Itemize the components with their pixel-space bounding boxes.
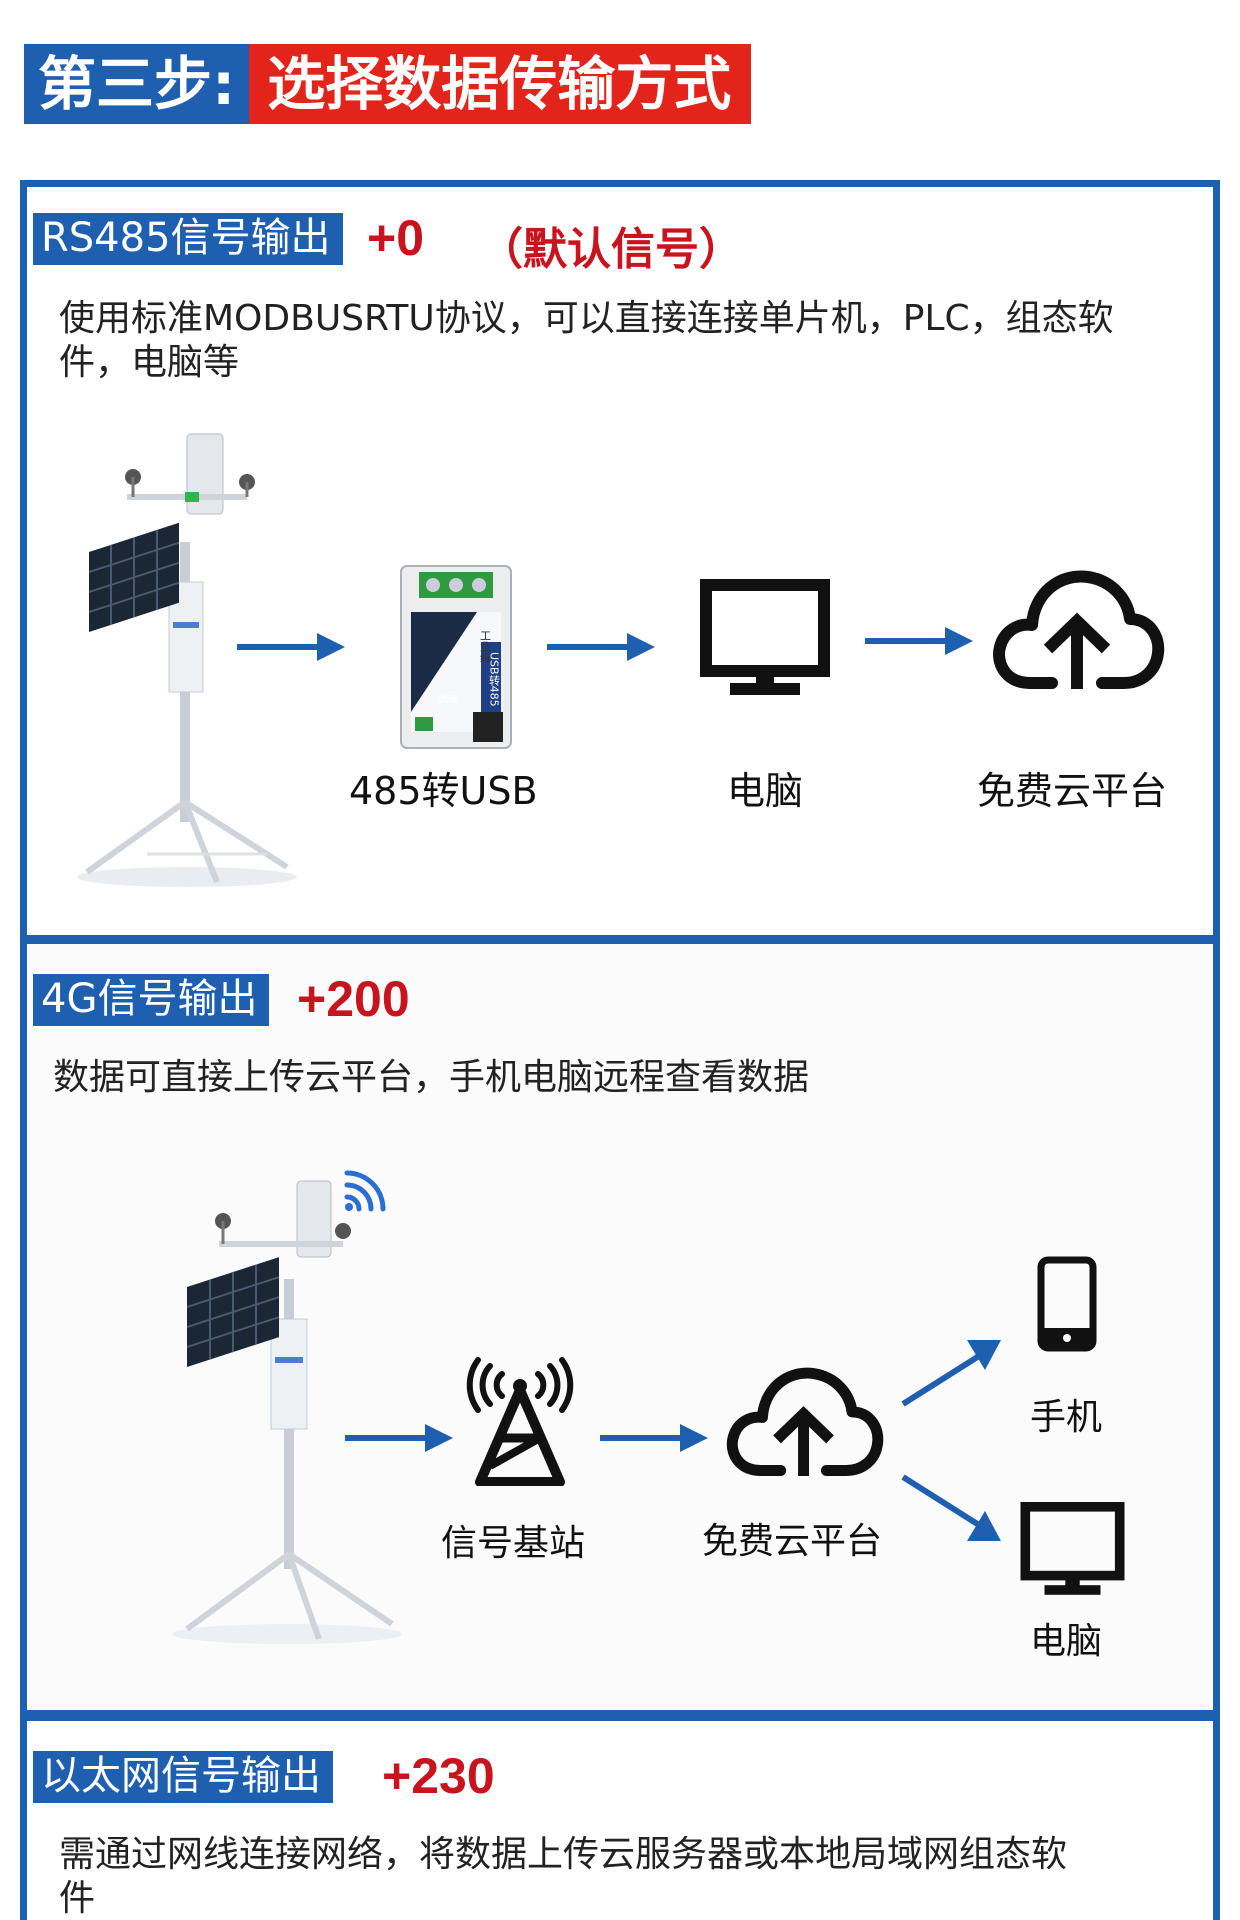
weather-station-icon	[77, 433, 297, 887]
default-signal-note: （默认信号）	[479, 224, 743, 275]
flow-label: 信号基站	[441, 1523, 586, 1564]
ethernet-section: 以太网信号输出 +230 需通过网线连接网络，将数据上传云服务器或本地局域网组态…	[20, 1712, 1220, 1920]
flow-label: 免费云平台	[702, 1521, 883, 1562]
section-description: 使用标准MODBUSRTU协议，可以直接连接单片机，PLC，组态软件，电脑等	[59, 298, 1114, 383]
arrow-right-icon	[237, 633, 345, 661]
arrow-right-icon	[547, 633, 655, 661]
price-label: +200	[297, 971, 410, 1027]
section-description: 需通过网线连接网络，将数据上传云服务器或本地局域网组态软件	[59, 1834, 1068, 1919]
weather-station-icon	[172, 1170, 402, 1644]
usb-485-converter-icon: USB转485 工业级 USB	[400, 565, 512, 749]
step-number: 第三步:	[24, 44, 250, 124]
signal-tower-icon	[466, 1357, 574, 1486]
flow-label: 免费云平台	[977, 769, 1168, 813]
price-label: +0	[367, 210, 425, 266]
flow-label: 电脑	[727, 769, 804, 813]
device-corner-label: USB	[437, 694, 458, 705]
rs485-section: RS485信号输出 +0 （默认信号） 使用标准MODBUSRTU协议，可以直接…	[20, 180, 1220, 942]
device-side-label: USB转485	[488, 652, 501, 707]
step-title: 选择数据传输方式	[249, 44, 752, 124]
arrow-right-icon	[345, 1424, 453, 1452]
section-tag: RS485信号输出	[33, 213, 343, 265]
arrow-right-icon	[865, 627, 973, 655]
section-description: 数据可直接上传云平台，手机电脑远程查看数据	[53, 1057, 810, 1098]
arrow-right-icon	[600, 1424, 708, 1452]
flow-label: 手机	[1030, 1397, 1103, 1438]
cloud-upload-icon	[726, 1367, 884, 1476]
flow-label: 485转USB	[349, 769, 538, 813]
section-tag: 4G信号输出	[33, 974, 270, 1026]
step-header: 第三步: 选择数据传输方式	[24, 44, 752, 124]
arrow-up-right-icon	[901, 1340, 1001, 1407]
device-top-label: 工业级	[479, 630, 492, 664]
monitor-icon	[700, 579, 830, 695]
phone-icon	[1037, 1256, 1097, 1352]
flow-label: 电脑	[1030, 1621, 1103, 1662]
monitor-icon	[1020, 1502, 1125, 1595]
section-tag: 以太网信号输出	[33, 1751, 333, 1803]
arrow-down-right-icon	[901, 1474, 1001, 1541]
price-label: +230	[382, 1748, 495, 1804]
4g-section: 4G信号输出 +200 数据可直接上传云平台，手机电脑远程查看数据	[20, 935, 1220, 1717]
cloud-upload-icon	[993, 570, 1165, 689]
